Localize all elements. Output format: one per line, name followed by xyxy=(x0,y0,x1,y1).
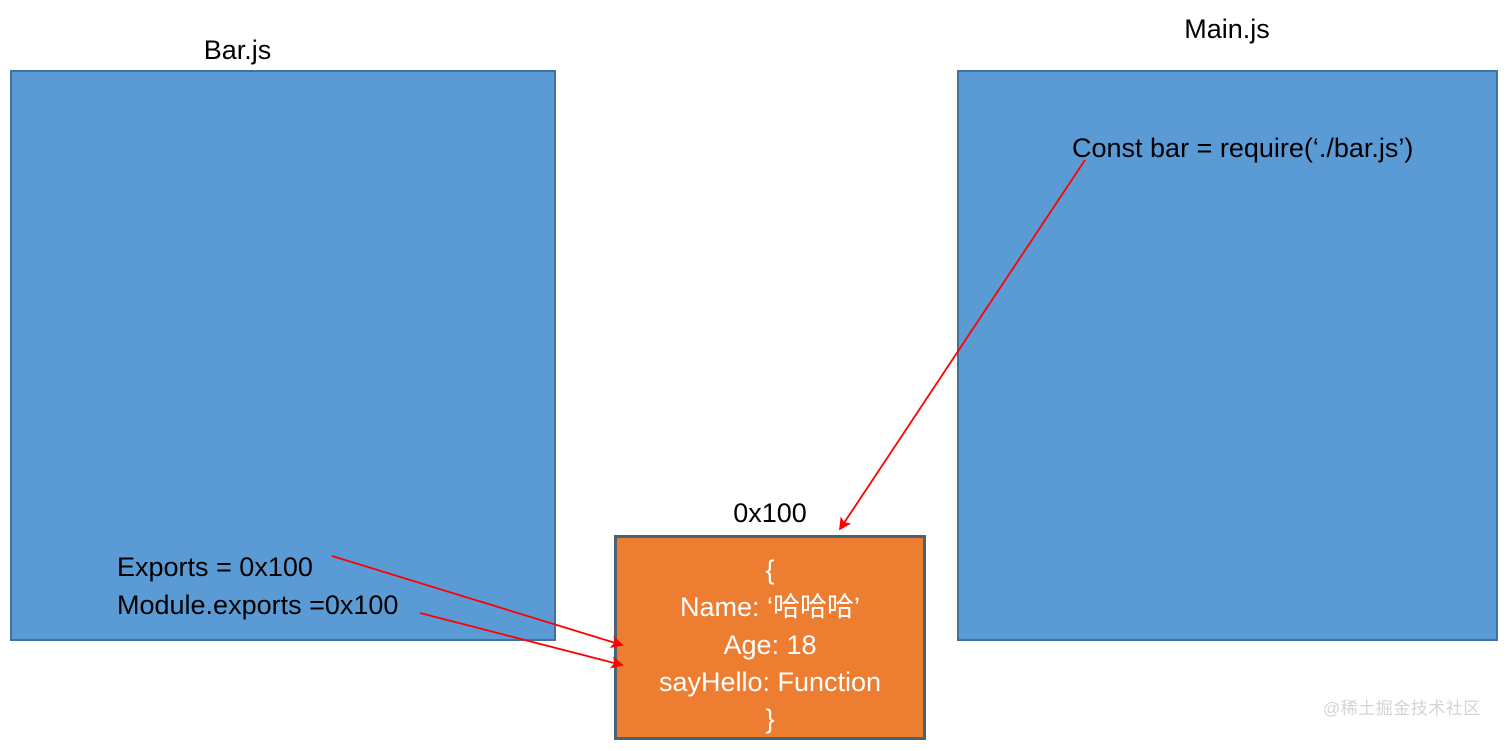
object-line-age: Age: 18 xyxy=(723,629,817,660)
bar-js-title: Bar.js xyxy=(203,35,272,65)
memory-object-box: { Name: ‘哈哈哈’ Age: 18 sayHello: Function… xyxy=(614,535,926,740)
object-line-open-brace: { xyxy=(765,555,775,585)
exports-statement: Exports = 0x100 xyxy=(117,552,313,582)
main-js-title: Main.js xyxy=(1184,14,1270,44)
object-line-sayhello: sayHello: Function xyxy=(658,666,882,697)
object-line-close-brace: } xyxy=(765,704,775,734)
require-statement: Const bar = require(‘./bar.js’) xyxy=(1072,133,1414,163)
module-exports-statement: Module.exports =0x100 xyxy=(117,590,399,620)
object-line-name: Name: ‘哈哈哈’ xyxy=(679,592,861,623)
bar-js-module-box xyxy=(10,70,556,641)
watermark: @稀土掘金技术社区 xyxy=(1323,699,1481,718)
memory-address-label: 0x100 xyxy=(733,498,807,528)
